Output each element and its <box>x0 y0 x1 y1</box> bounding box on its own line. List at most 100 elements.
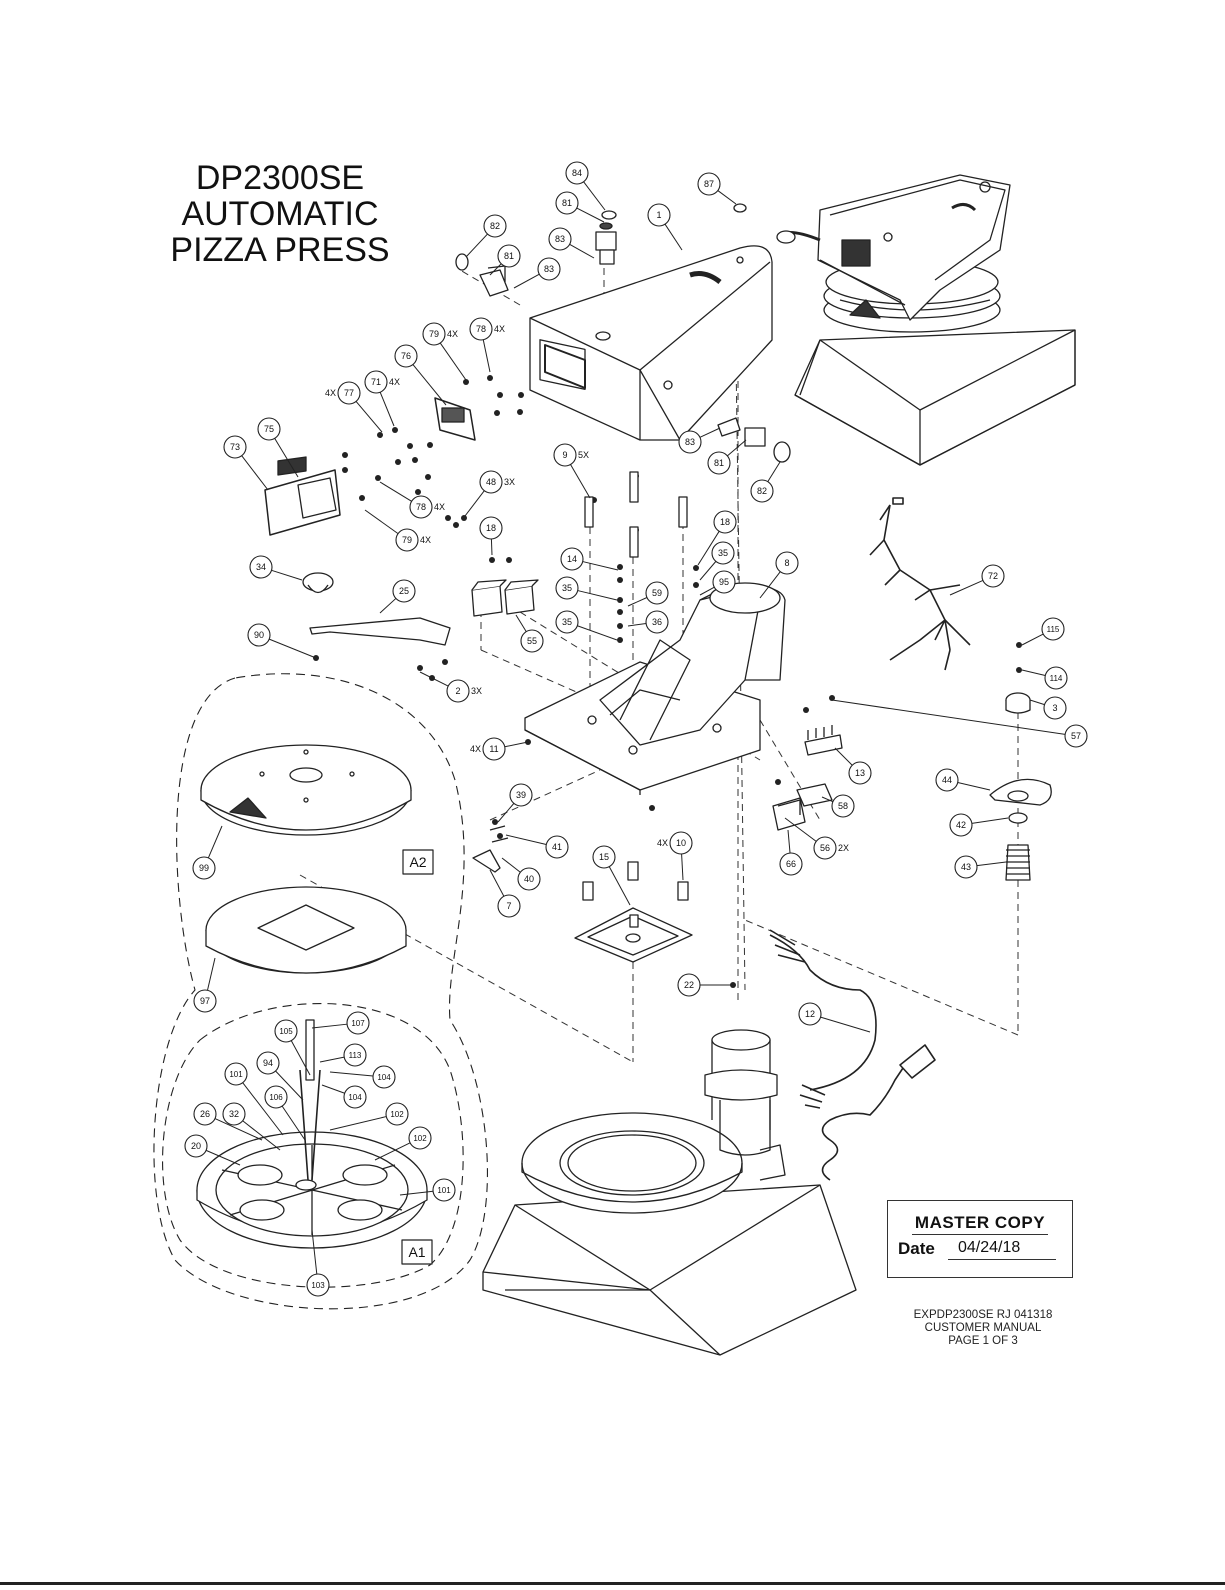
callout-number: 15 <box>599 852 609 862</box>
callout-circle <box>372 1065 396 1089</box>
callout-94: 94 <box>256 1051 304 1101</box>
callout-quantity: 3X <box>471 686 482 696</box>
callout-number: 3 <box>1052 703 1057 713</box>
callout-leader <box>949 579 984 596</box>
callout-circle <box>256 1051 280 1075</box>
callout-103: 103 <box>306 1229 330 1297</box>
relays <box>471 579 539 617</box>
callout-number: 83 <box>555 234 565 244</box>
callout-number: 12 <box>805 1009 815 1019</box>
callout-leader <box>834 747 853 766</box>
callout-leader <box>379 391 395 427</box>
callout-leader <box>1029 699 1045 706</box>
callout-circle <box>224 1062 248 1086</box>
callout-leader <box>311 1023 348 1029</box>
footer-page: PAGE 1 OF 3 <box>948 1335 1018 1347</box>
callout-circle <box>981 564 1005 588</box>
callout-leader <box>275 1070 304 1101</box>
callout-36: 36 <box>627 610 669 634</box>
callout-number: 79 <box>402 535 412 545</box>
callout-number: 10 <box>676 838 686 848</box>
callout-number: 114 <box>1050 674 1063 683</box>
callout-leader <box>364 509 399 535</box>
footer-manual: CUSTOMER MANUAL <box>924 1322 1042 1334</box>
callout-number: 83 <box>685 437 695 447</box>
callout-circle <box>678 430 702 454</box>
callout-circle <box>1064 724 1088 748</box>
callout-circle <box>408 1126 432 1150</box>
callout-leader <box>569 243 595 259</box>
callout-number: 57 <box>1071 731 1081 741</box>
callout-leader <box>504 741 529 748</box>
callout-72: 72 <box>949 564 1005 596</box>
callout-number: 73 <box>230 442 240 452</box>
callout-number: 76 <box>401 351 411 361</box>
callout-leader <box>577 625 618 641</box>
callout-number: 18 <box>720 517 730 527</box>
callout-leader <box>214 1118 263 1141</box>
assembly-tag-label: A1 <box>408 1244 425 1260</box>
callout-number: 36 <box>652 617 662 627</box>
callout-circle <box>537 257 561 281</box>
callout-leader <box>627 623 647 627</box>
master-copy-stamp: MASTER COPY Date 04/24/18 <box>887 1200 1073 1278</box>
assembly-tag-box <box>402 849 434 875</box>
callout-25: 25 <box>379 579 416 614</box>
callout-leader <box>784 817 817 842</box>
callout-82: 82 <box>465 214 507 258</box>
callout-circle <box>409 495 433 519</box>
callout-circle <box>592 845 616 869</box>
callout-number: 99 <box>199 863 209 873</box>
callout-leader <box>577 590 618 601</box>
callout-leader <box>759 571 781 599</box>
callout-leader <box>482 339 491 373</box>
callout-82: 82 <box>750 461 781 503</box>
callout-83: 83 <box>548 227 595 259</box>
callout-leader <box>290 1040 311 1076</box>
callout-circle <box>677 973 701 997</box>
callout-circle <box>392 579 416 603</box>
callout-number: 66 <box>786 859 796 869</box>
callout-circle <box>848 761 872 785</box>
callout-circle <box>193 989 217 1013</box>
callout-leader <box>319 1056 345 1063</box>
callout-circle <box>343 1085 367 1109</box>
callout-leader <box>1021 633 1044 646</box>
callout-number: 56 <box>820 843 830 853</box>
callout-quantity: 4X <box>657 838 668 848</box>
callout-circle <box>223 435 247 459</box>
callout-quantity: 4X <box>494 324 505 334</box>
callout-number: 20 <box>191 1141 201 1151</box>
callout-circle <box>517 867 541 891</box>
callout-leader <box>464 490 485 517</box>
callout-leader <box>241 455 269 491</box>
callout-circle <box>306 1273 330 1297</box>
callout-number: 113 <box>349 1051 362 1060</box>
callout-number: 87 <box>704 179 714 189</box>
callout-number: 90 <box>254 630 264 640</box>
callout-95: 95 <box>699 570 736 596</box>
callout-84: 84 <box>565 161 606 211</box>
callout-12: 12 <box>798 1002 871 1033</box>
callout-number: 7 <box>506 901 511 911</box>
callout-leader <box>976 861 1007 867</box>
callout-leader <box>321 1084 345 1094</box>
callout-leader <box>831 699 1066 735</box>
callout-circle <box>813 836 837 860</box>
callout-leader <box>355 401 383 433</box>
callout-number: 104 <box>377 1073 391 1082</box>
callout-leader <box>242 1120 281 1151</box>
callout-number: 95 <box>719 577 729 587</box>
callout-leader <box>1021 669 1046 676</box>
callout-leader <box>465 233 488 258</box>
callout-circle <box>711 541 735 565</box>
callout-circle <box>779 852 803 876</box>
page-bottom-edge <box>0 1582 1225 1585</box>
callout-10: 10 4X <box>657 831 693 881</box>
callout-number: 9 <box>562 450 567 460</box>
callout-circle <box>545 835 569 859</box>
